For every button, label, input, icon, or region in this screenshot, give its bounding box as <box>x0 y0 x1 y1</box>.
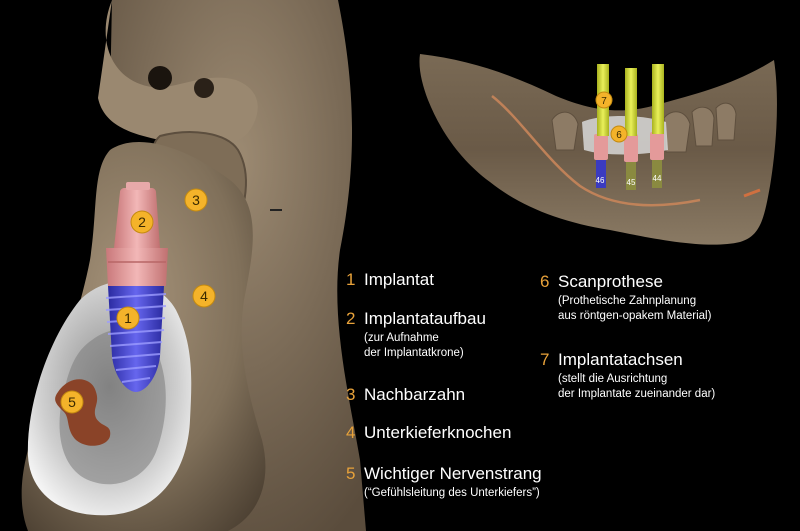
legend-subtext: (“Gefühlsleitung des Unterkiefers”) <box>364 486 542 501</box>
bone-cavity <box>148 66 172 90</box>
legend-subtext: (Prothetische Zahnplanung aus röntgen-op… <box>558 294 711 324</box>
legend-subtext-line: (zur Aufnahme <box>364 332 439 344</box>
cross-section-illustration: 1 2 3 4 5 <box>0 0 366 531</box>
legend-subtext-line: (“Gefühlsleitung des Unterkiefers”) <box>364 487 540 499</box>
tooth-tag-45: 45 <box>627 178 636 187</box>
marker-2: 2 <box>130 210 154 234</box>
implant-axes <box>597 64 664 136</box>
legend-subtext-line: der Implantatkrone) <box>364 347 464 359</box>
legend-subtext: (zur Aufnahme der Implantatkrone) <box>364 331 486 361</box>
legend-subtext-line: aus röntgen-opakem Material) <box>558 310 712 322</box>
marker-6: 6 <box>610 125 628 143</box>
tooth-tag-44: 44 <box>653 174 662 183</box>
legend-number: 2 <box>346 309 356 328</box>
legend-number: 3 <box>346 385 356 404</box>
marker-3: 3 <box>184 188 208 212</box>
legend-item-nerve: 5 Wichtiger Nervenstrang (“Gefühlsleitun… <box>346 464 542 501</box>
jaw-teeth <box>551 102 737 153</box>
legend-label: Implantataufbau <box>364 309 486 328</box>
jaw-nerve-canal <box>491 95 701 207</box>
jaw-3d-rendering: 46 45 44 7 6 <box>419 54 777 245</box>
marker-6-label: 6 <box>616 130 622 141</box>
legend-label: Implantatachsen <box>558 350 683 369</box>
legend-item-mandible: 4 Unterkieferknochen <box>346 423 511 443</box>
legend-label: Wichtiger Nervenstrang <box>364 464 542 483</box>
tooth-tag-46-label: 46 <box>596 176 605 185</box>
legend-label: Unterkieferknochen <box>364 423 512 442</box>
legend-label: Nachbarzahn <box>364 385 466 404</box>
legend-item-abutment: 2 Implantataufbau (zur Aufnahme der Impl… <box>346 309 486 361</box>
marker-4: 4 <box>192 284 216 308</box>
marker-4-label: 4 <box>200 288 208 304</box>
legend-item-neighbor-tooth: 3 Nachbarzahn <box>346 385 465 405</box>
upper-crown <box>98 0 258 147</box>
marker-5-label: 5 <box>68 394 76 410</box>
legend-number: 6 <box>540 272 550 291</box>
tooth-tag-46: 46 <box>596 176 605 185</box>
legend-number: 7 <box>540 350 550 369</box>
marker-7: 7 <box>595 91 613 109</box>
legend-subtext-line: (stellt die Ausrichtung <box>558 373 668 385</box>
marker-1-label: 1 <box>124 310 132 326</box>
legend-label: Implantat <box>364 270 434 289</box>
legend-item-implant-axes: 7 Implantatachsen (stellt die Ausrichtun… <box>540 350 715 402</box>
legend-label: Scanprothese <box>558 272 663 291</box>
implants-3d <box>596 160 662 190</box>
legend-subtext-line: (Prothetische Zahnplanung <box>558 295 697 307</box>
legend-item-implant: 1 Implantat <box>346 270 434 290</box>
legend-subtext-line: der Implantate zueinander dar) <box>558 388 716 400</box>
legend-number: 5 <box>346 464 356 483</box>
tooth-tag-44-label: 44 <box>653 174 662 183</box>
marker-2-label: 2 <box>138 214 146 230</box>
legend-item-scan-prosthesis: 6 Scanprothese (Prothetische Zahnplanung… <box>540 272 711 324</box>
marker-7-label: 7 <box>601 96 607 107</box>
marker-5: 5 <box>60 390 84 414</box>
legend-subtext: (stellt die Ausrichtung der Implantate z… <box>558 372 715 402</box>
legend-number: 4 <box>346 423 356 442</box>
legend-number: 1 <box>346 270 356 289</box>
implant-abutments-3d <box>594 132 664 162</box>
jaw-canal-end <box>743 188 761 198</box>
marker-1: 1 <box>116 306 140 330</box>
bone-cavity <box>194 78 214 98</box>
tooth-tag-45-label: 45 <box>627 178 636 187</box>
marker-3-label: 3 <box>192 192 200 208</box>
